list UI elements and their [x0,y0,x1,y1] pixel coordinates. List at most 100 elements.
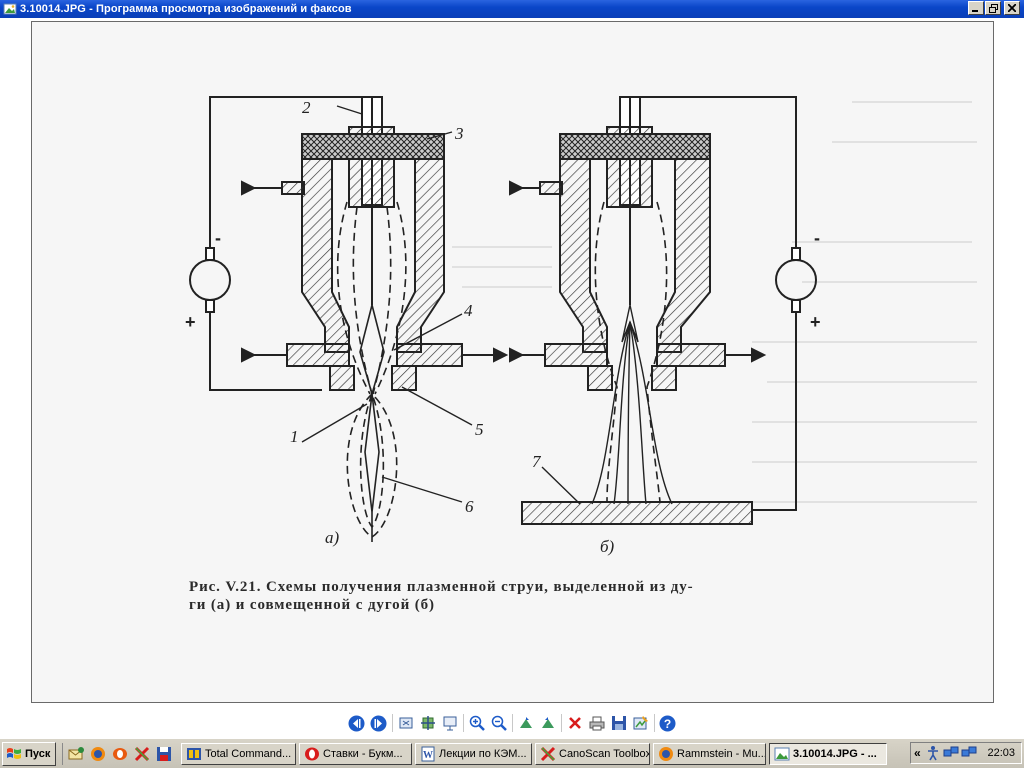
edit-button[interactable] [630,712,652,734]
opera-icon [113,747,127,760]
task-label: Лекции по КЭМ... [439,747,527,760]
tray-network-icon[interactable] [943,745,959,761]
zoom-in-icon [469,715,485,731]
task-canoscan[interactable]: CanoScan Toolbox [535,742,650,765]
print-button[interactable] [586,712,608,734]
actual-size-icon [420,716,435,730]
minimize-button[interactable] [968,1,984,15]
task-list: Total Command... Ставки - Букм... W Лекц… [181,742,887,765]
caption-line-1: Рис. V.21. Схемы получения плазменной ст… [189,579,694,595]
polarity-minus-b: - [814,228,820,248]
viewer-toolbar: ? [0,708,1024,738]
word-icon: W [421,746,435,761]
polarity-plus-a: + [185,312,196,332]
clock[interactable]: 22:03 [987,747,1015,759]
start-button[interactable]: Пуск [2,741,56,766]
task-label: 3.10014.JPG - ... [793,747,877,760]
rotate-ccw-icon [541,717,554,728]
label-2: 2 [302,98,311,117]
scheme-b [509,96,817,525]
task-image-viewer[interactable]: 3.10014.JPG - ... [769,742,887,765]
bleed-through-text [452,101,977,503]
quick-launch-save[interactable] [155,745,173,763]
save-button[interactable] [608,712,630,734]
taskbar: Пуск Total Command... Ставки - Букм... W [0,738,1024,768]
title-bar: 3.10014.JPG - Программа просмотра изобра… [0,0,1024,18]
restore-button[interactable] [985,1,1001,15]
figure-caption: Рис. V.21. Схемы получения плазменной ст… [189,578,849,614]
start-label: Пуск [25,747,51,760]
total-commander-icon [187,747,201,760]
label-scheme-a: а) [325,528,340,547]
tray-expand-button[interactable]: « [914,746,921,760]
quick-launch-browser[interactable] [89,745,107,763]
next-image-button[interactable] [368,712,390,734]
task-label: CanoScan Toolbox [559,747,650,760]
quick-launch-canoscan[interactable] [133,745,151,763]
actual-size-button[interactable] [417,712,439,734]
zoom-out-icon [491,715,507,731]
opera-icon [305,747,319,760]
outlook-express-icon [68,746,84,759]
label-3: 3 [454,124,464,143]
task-total-commander[interactable]: Total Command... [181,742,296,765]
floppy-icon [157,746,171,761]
close-button[interactable] [1004,1,1020,15]
tray-network-icon-2[interactable] [961,745,977,761]
toolbar-separator [653,714,655,732]
task-rammstein[interactable]: Rammstein - Mu... [653,742,766,765]
firefox-icon [659,746,673,761]
window-controls [968,1,1020,15]
polarity-minus-a: - [215,228,221,248]
label-6: 6 [465,497,474,516]
label-scheme-b: б) [600,537,615,556]
firefox-icon [91,746,105,761]
close-icon [1008,4,1016,12]
label-4: 4 [464,301,473,320]
quick-launch [62,742,173,765]
rotate-cw-icon [519,717,532,728]
quick-launch-opera[interactable] [111,745,129,763]
best-fit-button[interactable] [395,712,417,734]
caption-line-2: ги (а) и совмещенной с дугой (б) [189,597,435,613]
rotate-cw-button[interactable] [515,712,537,734]
zoom-out-button[interactable] [488,712,510,734]
slideshow-icon [443,716,456,731]
image-viewer-icon [3,3,17,15]
task-label: Ставки - Букм... [323,747,403,760]
toolbar-separator [560,714,562,732]
label-1: 1 [290,427,299,446]
polarity-plus-b: + [810,312,821,332]
toolbar-separator [511,714,513,732]
prev-image-button[interactable] [346,712,368,734]
best-fit-icon [399,717,412,729]
help-button[interactable]: ? [657,712,679,734]
rotate-ccw-button[interactable] [537,712,559,734]
next-image-icon [370,715,387,731]
edit-icon [633,716,648,730]
image-viewport: 2 3 4 5 1 6 7 а) б) - + - + Рис. V.21. С… [0,18,1024,708]
print-icon [589,716,604,731]
delete-button[interactable] [564,712,586,734]
help-icon: ? [659,715,676,731]
canoscan-icon [540,746,556,761]
tray-accessibility-icon[interactable] [925,745,941,761]
zoom-in-button[interactable] [466,712,488,734]
toolbar-separator [391,714,393,732]
label-7: 7 [532,452,542,471]
task-opera-bets[interactable]: Ставки - Букм... [299,742,412,765]
image-viewer-icon [774,747,790,760]
label-5: 5 [475,420,484,439]
scanned-image[interactable]: 2 3 4 5 1 6 7 а) б) - + - + Рис. V.21. С… [31,21,994,703]
slideshow-button[interactable] [439,712,461,734]
task-label: Total Command... [205,747,292,760]
quick-launch-outlook[interactable] [67,745,85,763]
system-tray: « 22:03 [910,742,1022,764]
plasma-torch-figure: 2 3 4 5 1 6 7 а) б) - + - + [185,96,977,556]
restore-icon [988,3,998,13]
svg-text:W: W [423,750,433,761]
task-word-lectures[interactable]: W Лекции по КЭМ... [415,742,532,765]
toolbar-separator [462,714,464,732]
scheme-a [189,96,509,542]
task-label: Rammstein - Mu... [677,747,766,760]
